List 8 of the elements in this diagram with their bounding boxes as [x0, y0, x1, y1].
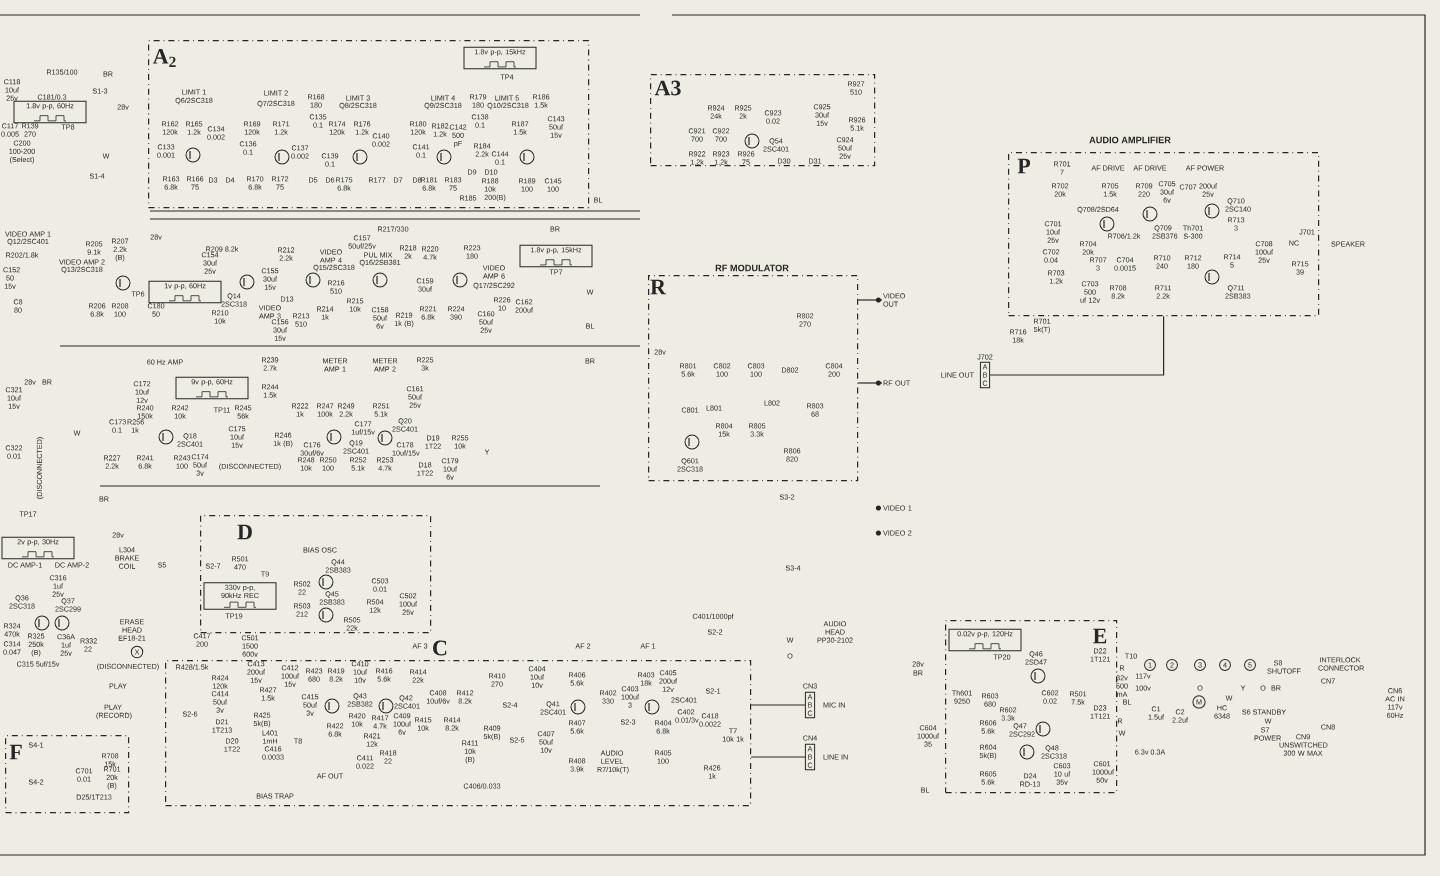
wire: [857, 382, 883, 384]
wire: [750, 704, 806, 706]
wire: [989, 315, 1165, 376]
section-heading: AUDIO AMPLIFIER: [1089, 136, 1171, 144]
wire: [857, 299, 883, 301]
wire: [750, 756, 806, 758]
section-heading: RF MODULATOR: [715, 264, 789, 272]
node-label: C: [433, 640, 447, 656]
